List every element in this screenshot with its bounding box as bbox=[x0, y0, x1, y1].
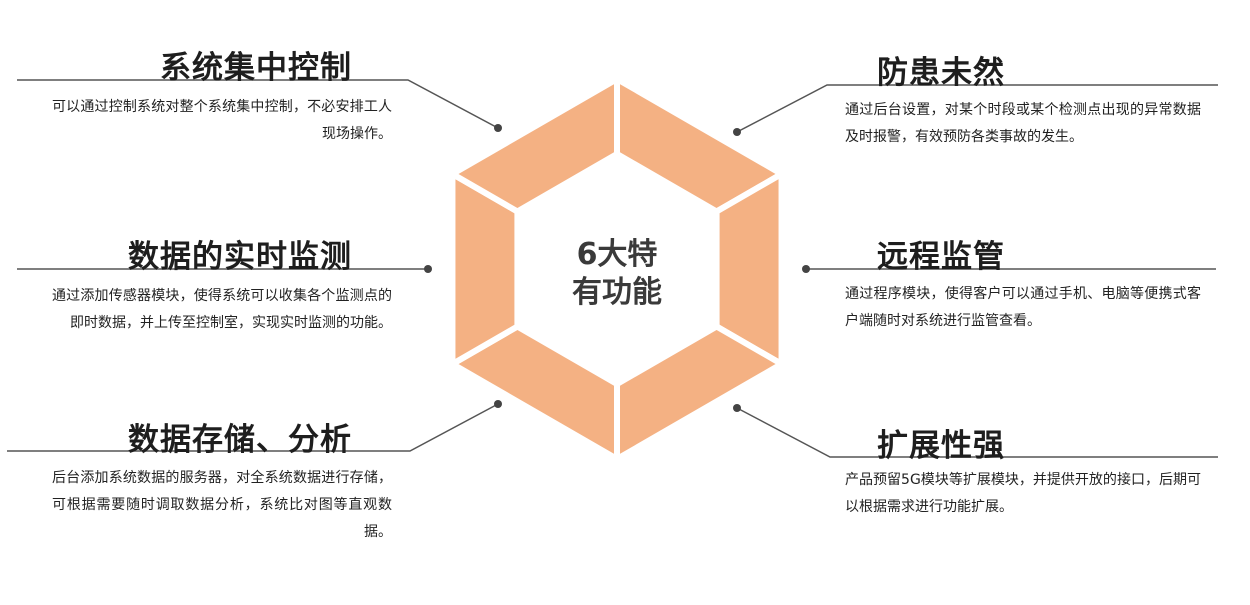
feature-desc-6: 产品预留5G模块等扩展模块，并提供开放的接口，后期可以根据需求进行功能扩展。 bbox=[845, 472, 1201, 515]
connector-dot-4 bbox=[733, 128, 741, 136]
feature-desc-1: 可以通过控制系统对整个系统集中控制，不必安排工人现场操作。 bbox=[52, 99, 392, 142]
hexagon-segment bbox=[446, 73, 620, 215]
connector-line-1 bbox=[17, 79, 499, 129]
hexagon bbox=[446, 73, 788, 465]
center-label-line2: 有功能 bbox=[572, 275, 662, 310]
feature-title-2: 数据的实时监测 bbox=[128, 239, 352, 275]
connector-line-6 bbox=[736, 407, 1218, 458]
feature-title-4: 防患未然 bbox=[877, 55, 1005, 91]
connector-dot-3 bbox=[494, 400, 502, 408]
connector-dot-2 bbox=[424, 265, 432, 273]
center-label: 6大特 有功能 bbox=[547, 236, 687, 312]
connector-lines bbox=[7, 79, 1218, 458]
connector-dot-6 bbox=[733, 404, 741, 412]
feature-title-3: 数据存储、分析 bbox=[128, 422, 352, 458]
feature-desc-2: 通过添加传感器模块，使得系统可以收集各个监测点的即时数据，并上传至控制室，实现实… bbox=[52, 288, 392, 331]
hexagon-segment bbox=[614, 323, 788, 465]
feature-desc-4: 通过后台设置，对某个时段或某个检测点出现的异常数据及时报警，有效预防各类事故的发… bbox=[845, 102, 1201, 145]
connector-dot-5 bbox=[802, 265, 810, 273]
center-label-line1: 6大特 bbox=[576, 237, 658, 272]
connector-dot-1 bbox=[494, 124, 502, 132]
feature-title-1: 系统集中控制 bbox=[160, 50, 352, 86]
feature-desc-3: 后台添加系统数据的服务器，对全系统数据进行存储，可根据需要随时调取数据分析，系统… bbox=[52, 470, 392, 540]
connector-line-3 bbox=[7, 403, 499, 452]
connector-line-4 bbox=[736, 84, 1218, 133]
feature-desc-5: 通过程序模块，使得客户可以通过手机、电脑等便携式客户端随时对系统进行监管查看。 bbox=[845, 286, 1201, 329]
feature-title-6: 扩展性强 bbox=[877, 428, 1005, 464]
feature-title-5: 远程监管 bbox=[877, 239, 1005, 275]
